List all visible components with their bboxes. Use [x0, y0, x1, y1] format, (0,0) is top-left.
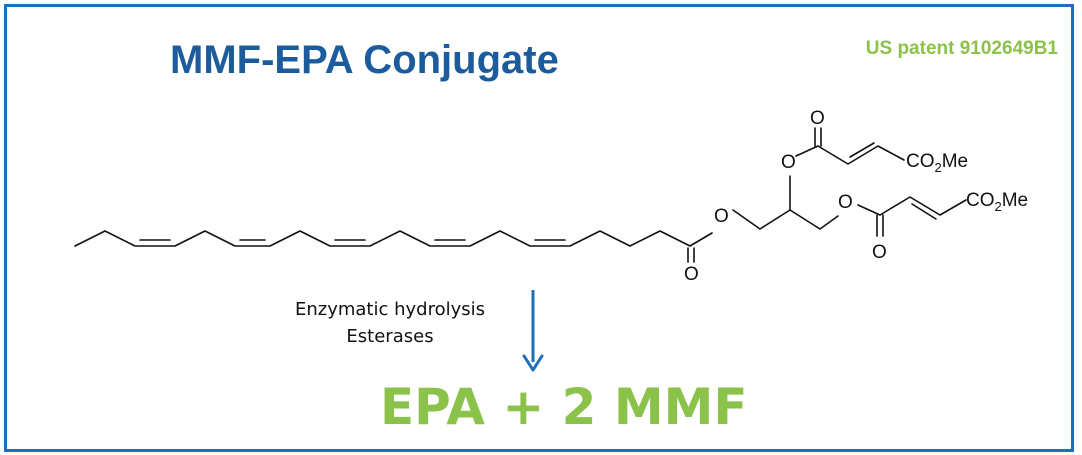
- lower-fumarate-double: [911, 203, 937, 220]
- oxygen-epa-ester: O: [714, 206, 729, 227]
- lower-ester-bond: [857, 204, 881, 216]
- glycerol-backbone: [732, 209, 839, 230]
- oxygen-upper-carbonyl: O: [810, 108, 825, 129]
- lower-fumarate: [879, 196, 967, 216]
- reaction-condition-esterases: Esterases: [346, 326, 434, 347]
- reaction-products: EPA + 2 MMF: [380, 378, 748, 436]
- lower-methyl-ester-label: CO2Me: [966, 190, 1028, 214]
- slide-title: MMF-EPA Conjugate: [170, 38, 559, 82]
- reaction-condition-hydrolysis: Enzymatic hydrolysis: [294, 299, 486, 320]
- reaction-arrow-icon: [522, 290, 544, 372]
- oxygen-epa-carbonyl: O: [684, 264, 699, 285]
- oxygen-lower-ester: O: [838, 192, 853, 213]
- oxygen-upper-ester: O: [781, 152, 796, 173]
- patent-reference: US patent 9102649B1: [865, 38, 1058, 59]
- upper-methyl-ester-label: CO2Me: [906, 151, 968, 175]
- upper-ester-bond: [795, 145, 819, 157]
- slide-frame: [4, 4, 1074, 452]
- oxygen-lower-carbonyl: O: [872, 242, 887, 263]
- epa-chain: [74, 230, 713, 247]
- reaction-conditions: Enzymatic hydrolysis Esterases: [240, 296, 540, 350]
- upper-fumarate-double: [849, 142, 875, 158]
- upper-fumarate: [817, 145, 905, 165]
